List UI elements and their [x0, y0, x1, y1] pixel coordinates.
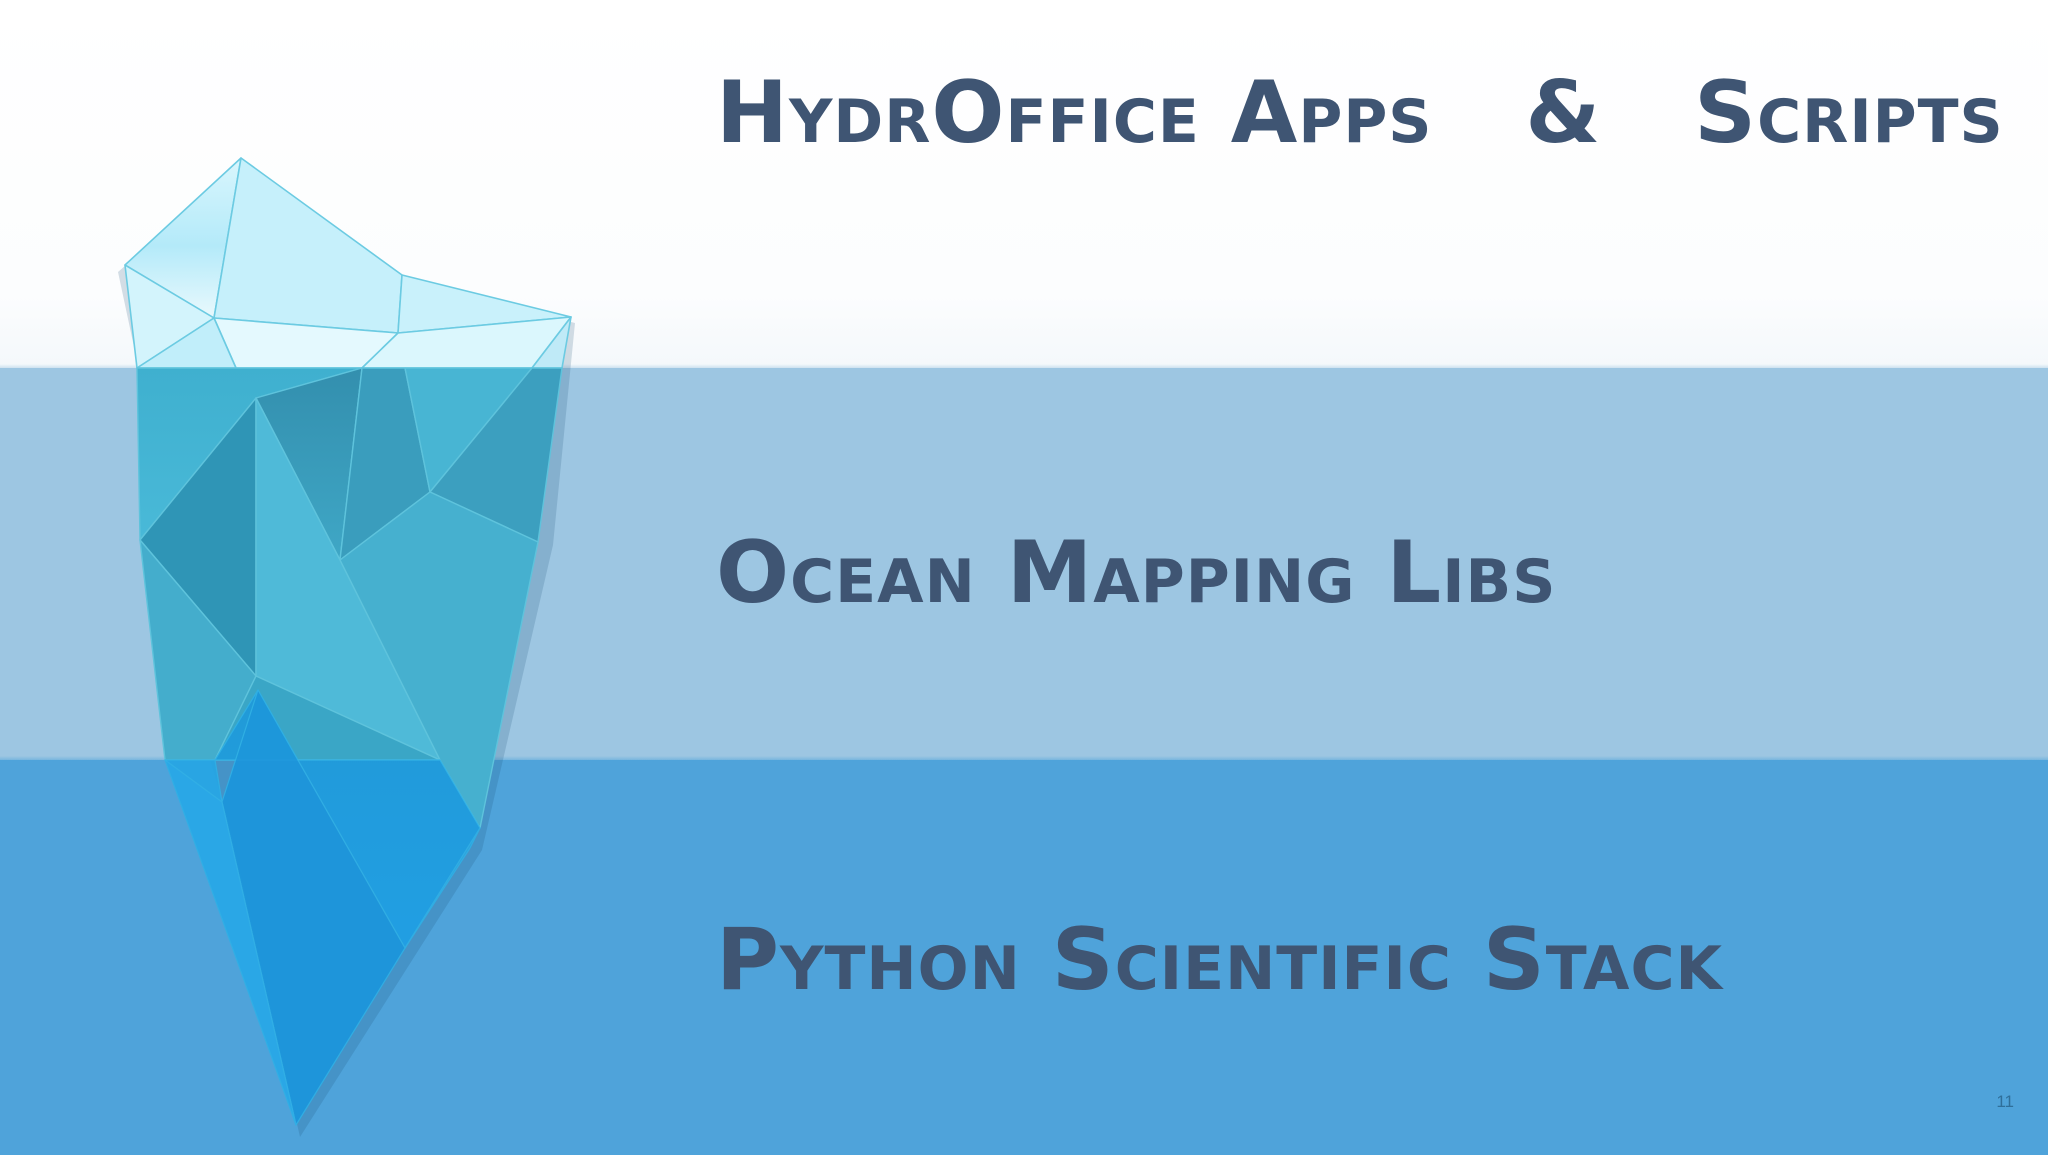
page-number: 11 [1996, 1092, 2014, 1111]
layer-label-apps: HydrOffice Apps & Scripts [716, 63, 2004, 163]
waterline-edge [0, 364, 2048, 372]
iceberg-middle [136, 367, 563, 829]
iceberg-base [164, 689, 481, 1126]
deep-water-edge [0, 756, 2048, 764]
layer-label-stack: Python Scientific Stack [716, 910, 1723, 1010]
iceberg-icon [118, 157, 575, 1137]
iceberg-tip [124, 157, 572, 369]
layer-label-libs: Ocean Mapping Libs [716, 523, 1557, 623]
